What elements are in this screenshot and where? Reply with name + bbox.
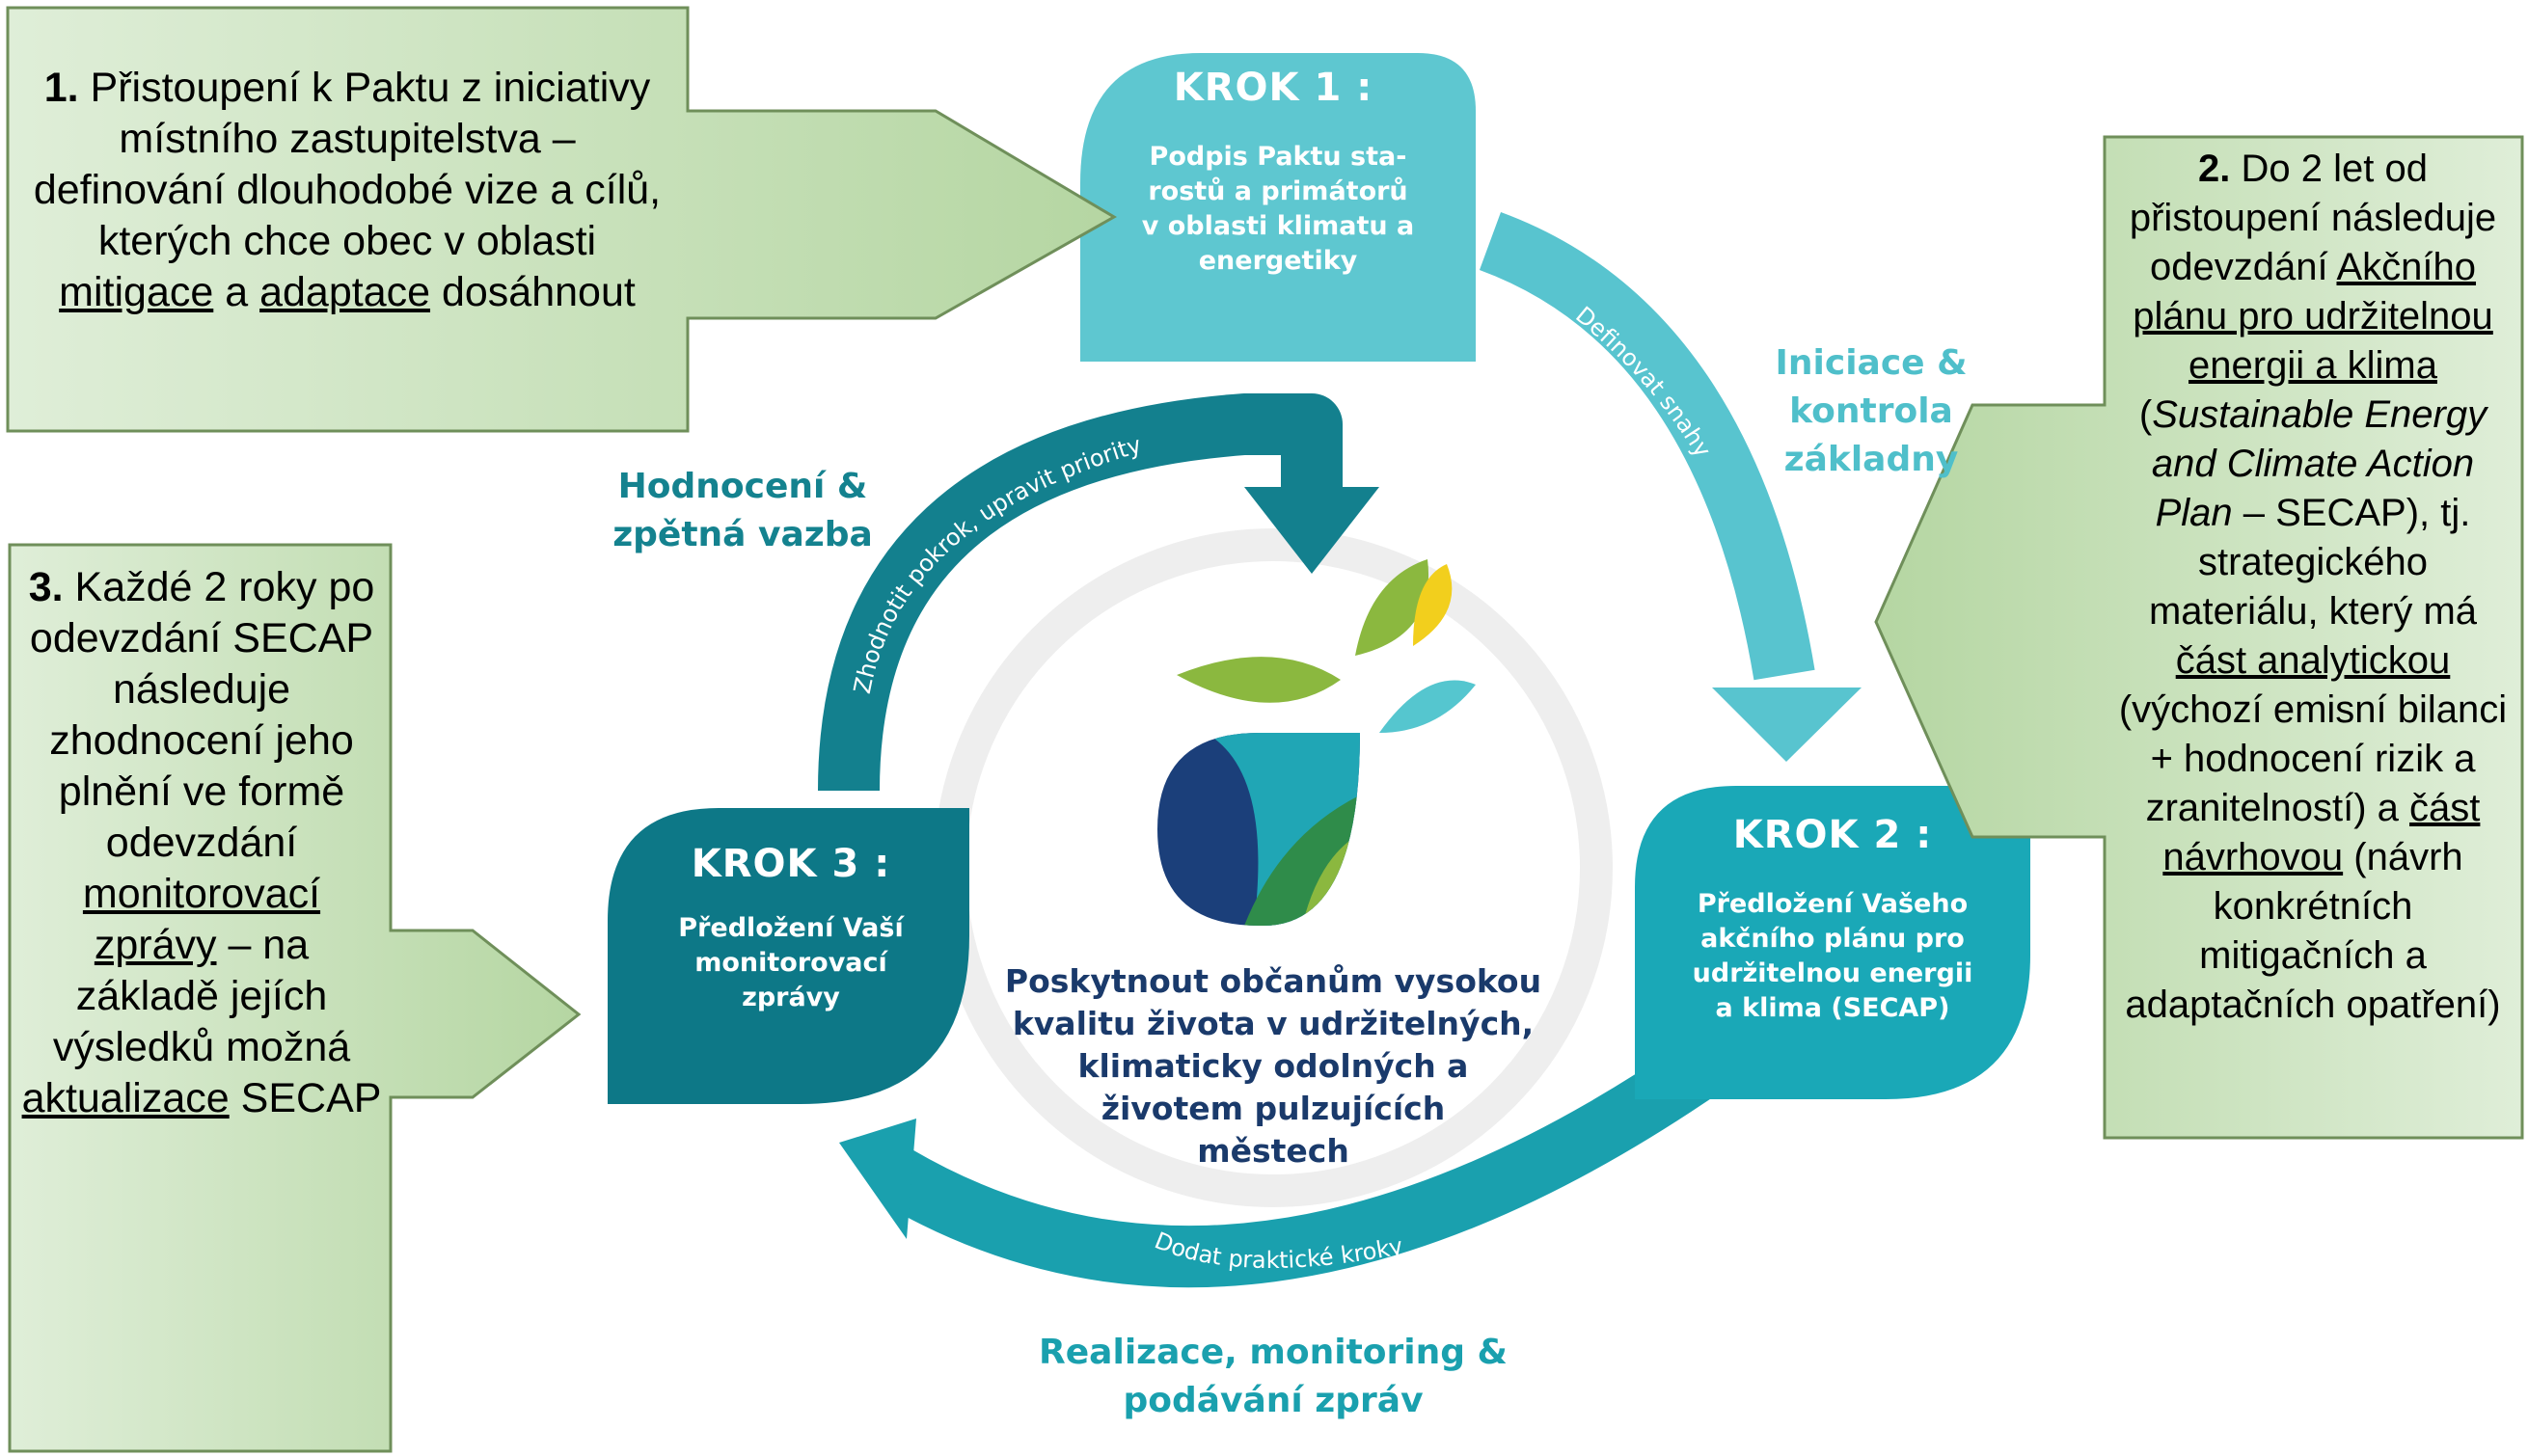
callout-text-run: Do 2 let od přistoupení následuje odevzd…: [2129, 148, 2497, 288]
phase-initiation: Iniciace & kontrola základny: [1775, 343, 1968, 479]
callout-2-arrow: [1874, 135, 2524, 1140]
callout-text-run: část návrhovou: [2162, 787, 2481, 878]
arc-deliver-actions: [881, 1044, 1716, 1288]
krok1-shape: [1080, 53, 1476, 362]
callout-text-run: a: [213, 269, 260, 315]
arrowhead-to-center: [1244, 487, 1379, 574]
callout-2-text: 2. Do 2 let od přistoupení následuje ode…: [2110, 145, 2515, 1030]
callout-text-run: – SECAP), tj. strategického materiálu, k…: [2148, 492, 2478, 633]
callout-text-run: (: [2138, 393, 2153, 436]
callout-3-arrow: [8, 543, 582, 1453]
callout-text-run: adaptace: [259, 269, 431, 315]
callout-text-run: Akčního plánu pro udržitelnou energii a …: [2133, 246, 2493, 387]
callout-1-text: 1. Přistoupení k Paktu z iniciativy míst…: [19, 63, 675, 318]
callout-text-run: Sustainable Energy and Climate Action Pl…: [2151, 393, 2487, 534]
callout-text-run: aktualizace: [21, 1075, 230, 1121]
arc-evaluate-progress: [818, 393, 1343, 792]
callout-text-run: (výchozí emisní bilanci + hodnocení rizi…: [2118, 688, 2508, 829]
callout-text-run: (návrh konkrétních mitigačních a adaptač…: [2125, 836, 2501, 1026]
callout-text-run: část analytickou: [2175, 639, 2451, 682]
arrowhead-to-krok3: [839, 1119, 916, 1239]
callout-text-run: 2.: [2198, 148, 2231, 190]
callout-text-run: dosáhnout: [430, 269, 636, 315]
callout-text-run: 3.: [28, 564, 64, 610]
krok3-title: KROK 3 :: [691, 842, 891, 886]
krok2-body: Předložení Vašeho akčního plánu pro udrž…: [1692, 889, 1973, 1023]
callout-text-run: Každé 2 roky po odevzdání SECAP následuj…: [29, 564, 375, 866]
callout-text-run: monitorovací zprávy: [82, 871, 321, 968]
covenant-logo: [1157, 559, 1476, 926]
krok3-shape: [608, 808, 969, 1104]
krok1-title: KROK 1 :: [1173, 66, 1373, 110]
callout-text-run: mitigace: [59, 269, 214, 315]
callout-3-text: 3. Každé 2 roky po odevzdání SECAP násle…: [19, 562, 384, 1124]
callout-text-run: SECAP: [229, 1075, 382, 1121]
center-goal-text: Poskytnout občanům vysokou kvalitu život…: [1004, 962, 1542, 1170]
arc-define-efforts: [1479, 211, 1815, 681]
krok2-title: KROK 2 :: [1732, 813, 1933, 857]
krok2-shape: [1635, 786, 2030, 1099]
callout-text-run: Přistoupení k Paktu z iniciativy místníh…: [33, 65, 662, 264]
phase-evaluation: Hodnocení & zpětná vazba: [612, 467, 873, 554]
krok3-body: Předložení Vaší monitorovací zprávy: [678, 913, 904, 1012]
callout-1-arrow: [6, 6, 1117, 433]
phase-implementation: Realizace, monitoring & podávání zpráv: [1039, 1333, 1508, 1420]
arrowhead-to-krok2: [1712, 688, 1862, 762]
callout-text-run: – na základě jejích výsledků možná: [52, 922, 351, 1070]
krok1-body: Podpis Paktu sta- rostů a primátorů v ob…: [1141, 142, 1415, 276]
callout-text-run: 1.: [43, 65, 79, 111]
